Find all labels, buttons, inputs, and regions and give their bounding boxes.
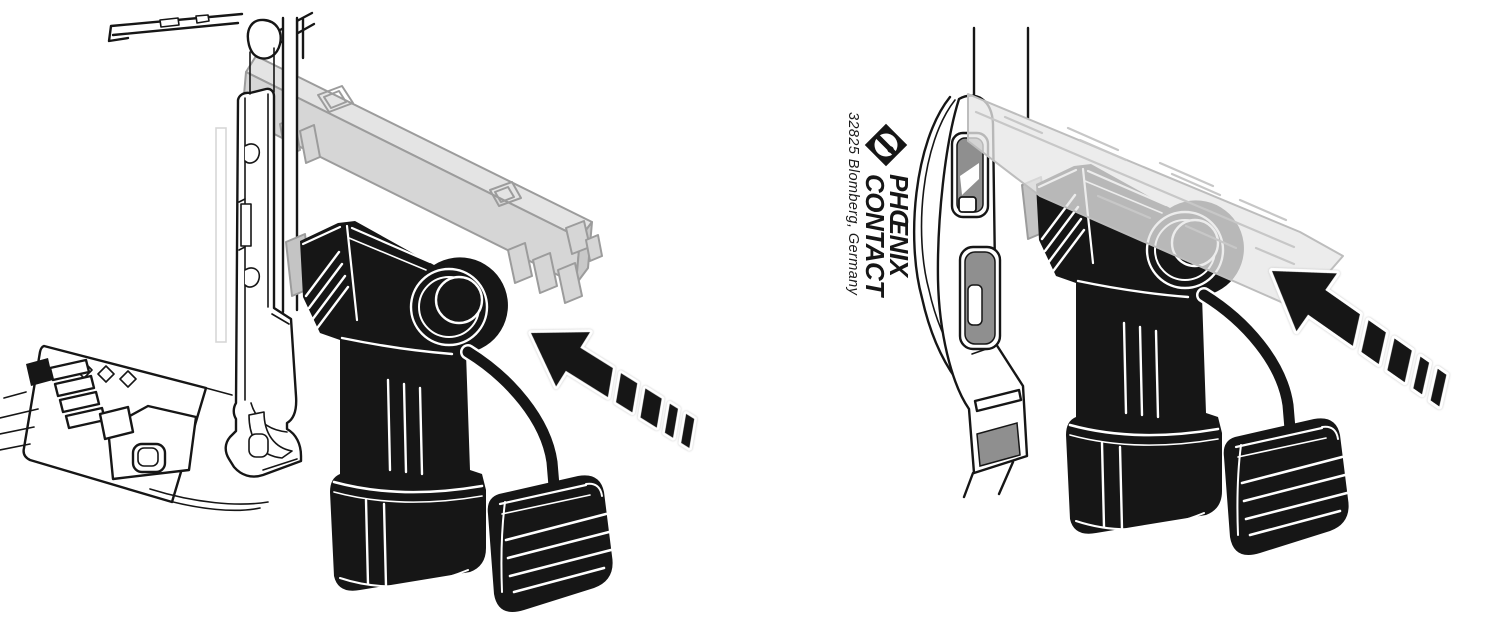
- lower-connector-slot: [958, 245, 1002, 351]
- panel-right-front-view: [912, 26, 1468, 555]
- phoenix-contact-logo: PHŒNIX CONTACT: [860, 122, 914, 296]
- upper-connector-slot: [950, 131, 990, 219]
- manufacturer-address: 32825 Blomberg, Germany: [845, 112, 861, 296]
- device-side-bracket: [224, 18, 303, 478]
- panel-wall-edges: [972, 26, 1030, 120]
- marking-label-field: [973, 388, 1023, 467]
- logo-line-2: CONTACT: [860, 174, 891, 296]
- logo-wordmark: PHŒNIX CONTACT: [860, 174, 914, 296]
- device-front-face: [912, 94, 1029, 499]
- din-rail-foot-plate: [0, 344, 269, 512]
- latch-tab: [246, 18, 282, 60]
- phoenix-contact-diamond-icon: [864, 123, 908, 167]
- panel-left-side-view: [0, 11, 713, 612]
